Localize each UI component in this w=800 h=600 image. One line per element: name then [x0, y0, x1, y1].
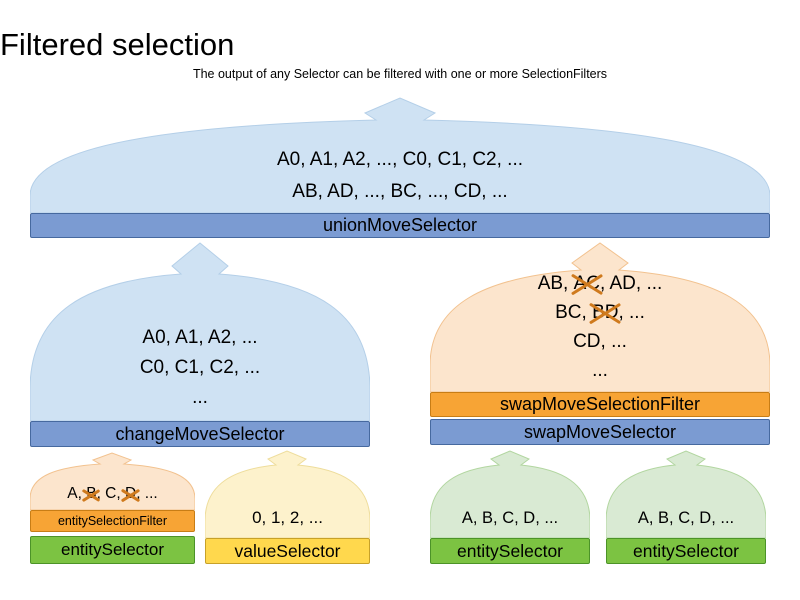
entity-funnel-b-shape: [606, 450, 766, 538]
change-funnel: A0, A1, A2, ... C0, C1, C2, ... ... chan…: [30, 240, 370, 447]
swap-move-selection-filter-bar: swapMoveSelectionFilter: [430, 392, 770, 417]
value-funnel: 0, 1, 2, ... valueSelector: [205, 450, 370, 564]
value-selector-bar: valueSelector: [205, 538, 370, 564]
union-funnel-shape: [30, 97, 770, 213]
swap-move-selector-bar: swapMoveSelector: [430, 419, 770, 445]
swap-funnel-shape: [430, 242, 770, 392]
swap-funnel: AB, AC, AD, ... BC, BD, ... CD, ... ... …: [430, 240, 770, 445]
union-move-selector-bar: unionMoveSelector: [30, 213, 770, 238]
page-subtitle: The output of any Selector can be filter…: [192, 67, 608, 81]
entity-filtered-funnel-shape: [30, 452, 195, 510]
entity-funnel-b: A, B, C, D, ... entitySelector: [606, 450, 766, 564]
entity-selector-bar: entitySelector: [430, 538, 590, 564]
entity-filtered-funnel: A, B, C, D, ... entitySelectionFilter en…: [30, 452, 195, 564]
change-funnel-shape: [30, 242, 370, 421]
entity-funnel-a-shape: [430, 450, 590, 538]
change-move-selector-bar: changeMoveSelector: [30, 421, 370, 447]
entity-selection-filter-bar: entitySelectionFilter: [30, 510, 195, 532]
entity-funnel-a: A, B, C, D, ... entitySelector: [430, 450, 590, 564]
entity-selector-bar: entitySelector: [30, 536, 195, 564]
value-funnel-shape: [205, 450, 370, 538]
page-title: Filtered selection: [0, 27, 235, 62]
union-funnel: A0, A1, A2, ..., C0, C1, C2, ... AB, AD,…: [30, 96, 770, 238]
entity-selector-bar: entitySelector: [606, 538, 766, 564]
